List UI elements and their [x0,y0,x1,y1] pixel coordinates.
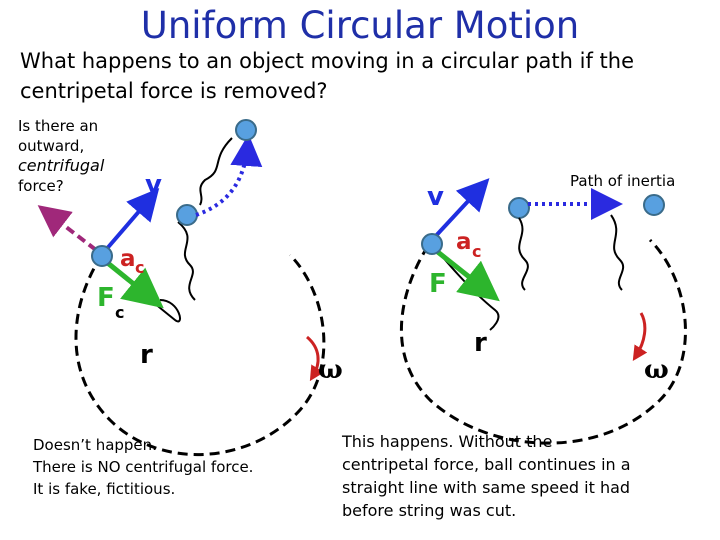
ball-icon [509,198,529,218]
left-f-label: F [97,283,115,313]
ball-icon [236,120,256,140]
left-a-sub-label: c [135,258,144,277]
rotation-arrow-icon [636,313,645,356]
ball-icon [92,246,112,266]
right-caption-line: centripetal force, ball continues in a [342,453,712,476]
right-r-label: r [474,328,487,358]
left-f-sub-label: c [115,303,124,322]
right-caption: This happens. Without the centripetal fo… [342,430,712,522]
left-velocity-arrow [104,194,154,252]
right-a-label: a [456,229,472,255]
left-caption-line: There is NO centrifugal force. [33,456,333,478]
ball-icon [422,234,442,254]
right-a-sub-label: c [472,242,481,261]
right-caption-line: before string was cut. [342,499,712,522]
cut-string-icon [611,215,623,290]
cut-string-icon [519,218,528,290]
left-r-label: r [140,340,153,370]
right-caption-line: This happens. Without the [342,430,712,453]
right-v-label: v [427,182,444,212]
left-a-label: a [120,246,136,272]
right-f-label: F [429,269,447,299]
right-caption-line: straight line with same speed it had [342,476,712,499]
rotation-arrow-icon [307,337,318,376]
ball-icon [177,205,197,225]
right-diagram: v a c F r ω [401,182,685,443]
right-omega-label: ω [644,355,669,385]
left-centrifugal-arrow [44,210,96,250]
left-caption: Doesn’t happen. There is NO centrifugal … [33,434,333,500]
left-caption-line: It is fake, fictitious. [33,478,333,500]
left-caption-line: Doesn’t happen. [33,434,333,456]
left-v-label: v [145,170,162,200]
left-diagram: v a c F c r ω [44,120,343,455]
cut-string-icon [178,222,195,300]
left-omega-label: ω [318,355,343,385]
ball-icon [644,195,664,215]
